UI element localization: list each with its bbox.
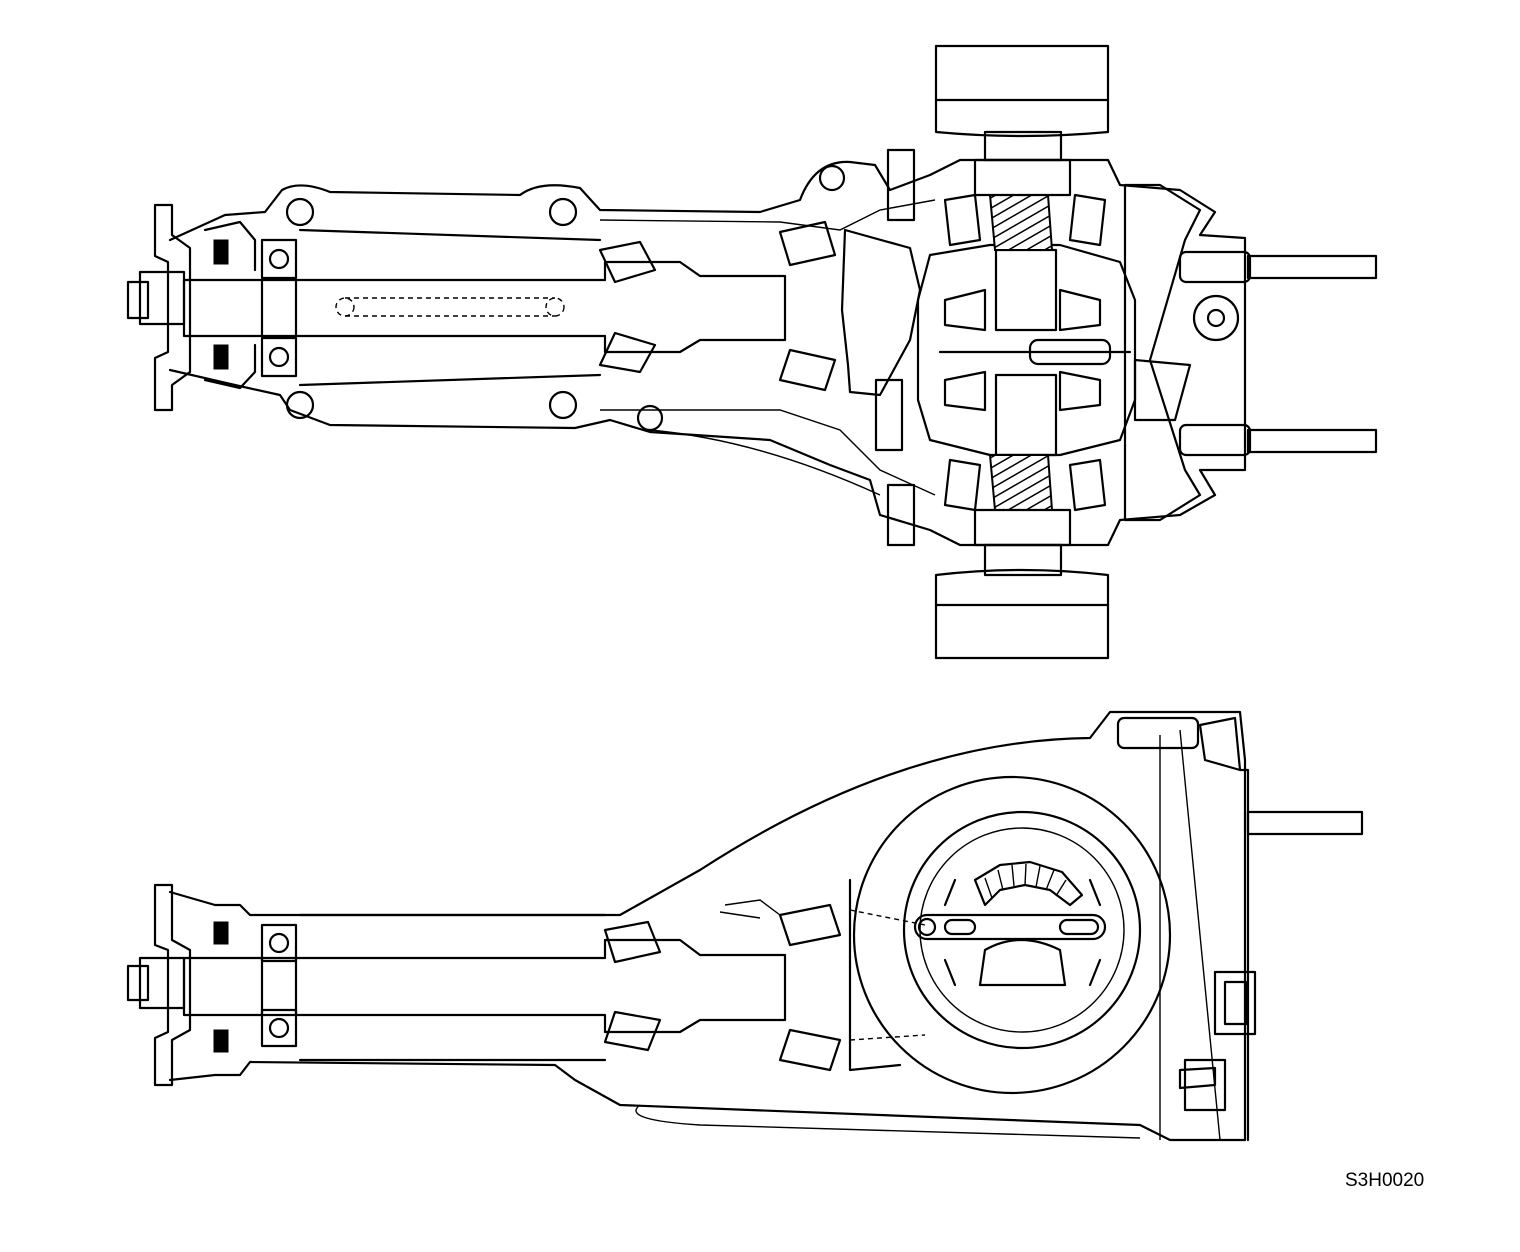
housing-bolt-holes — [285, 164, 846, 432]
front-bearings — [260, 238, 298, 378]
upper-axle-stub — [934, 44, 1110, 162]
bottom-pinion-bearings — [603, 903, 842, 1072]
bottom-view-section — [126, 710, 1364, 1142]
differential-pinion-gears — [913, 860, 1107, 987]
rear-cover — [1123, 183, 1202, 522]
bottom-front-bearings — [260, 923, 298, 1048]
cover-bolts — [874, 148, 1378, 547]
differential-case — [916, 243, 1137, 457]
bottom-housing-outline — [168, 710, 1247, 1142]
side-bearings — [943, 193, 1107, 512]
top-view-section — [126, 44, 1378, 660]
drive-pinion-shaft — [182, 228, 787, 387]
lower-axle-stub — [934, 543, 1110, 660]
companion-flange — [126, 203, 257, 412]
bottom-cover-parts — [1116, 716, 1364, 1142]
side-gears — [973, 158, 1072, 547]
ring-gear — [848, 775, 1172, 1095]
bottom-pinion-shaft — [182, 913, 787, 1062]
pinion-tapered-bearings — [598, 220, 837, 392]
pinion-gear — [840, 228, 922, 397]
figure-code: S3H0020 — [1345, 1170, 1425, 1191]
bottom-companion-flange — [126, 883, 229, 1087]
